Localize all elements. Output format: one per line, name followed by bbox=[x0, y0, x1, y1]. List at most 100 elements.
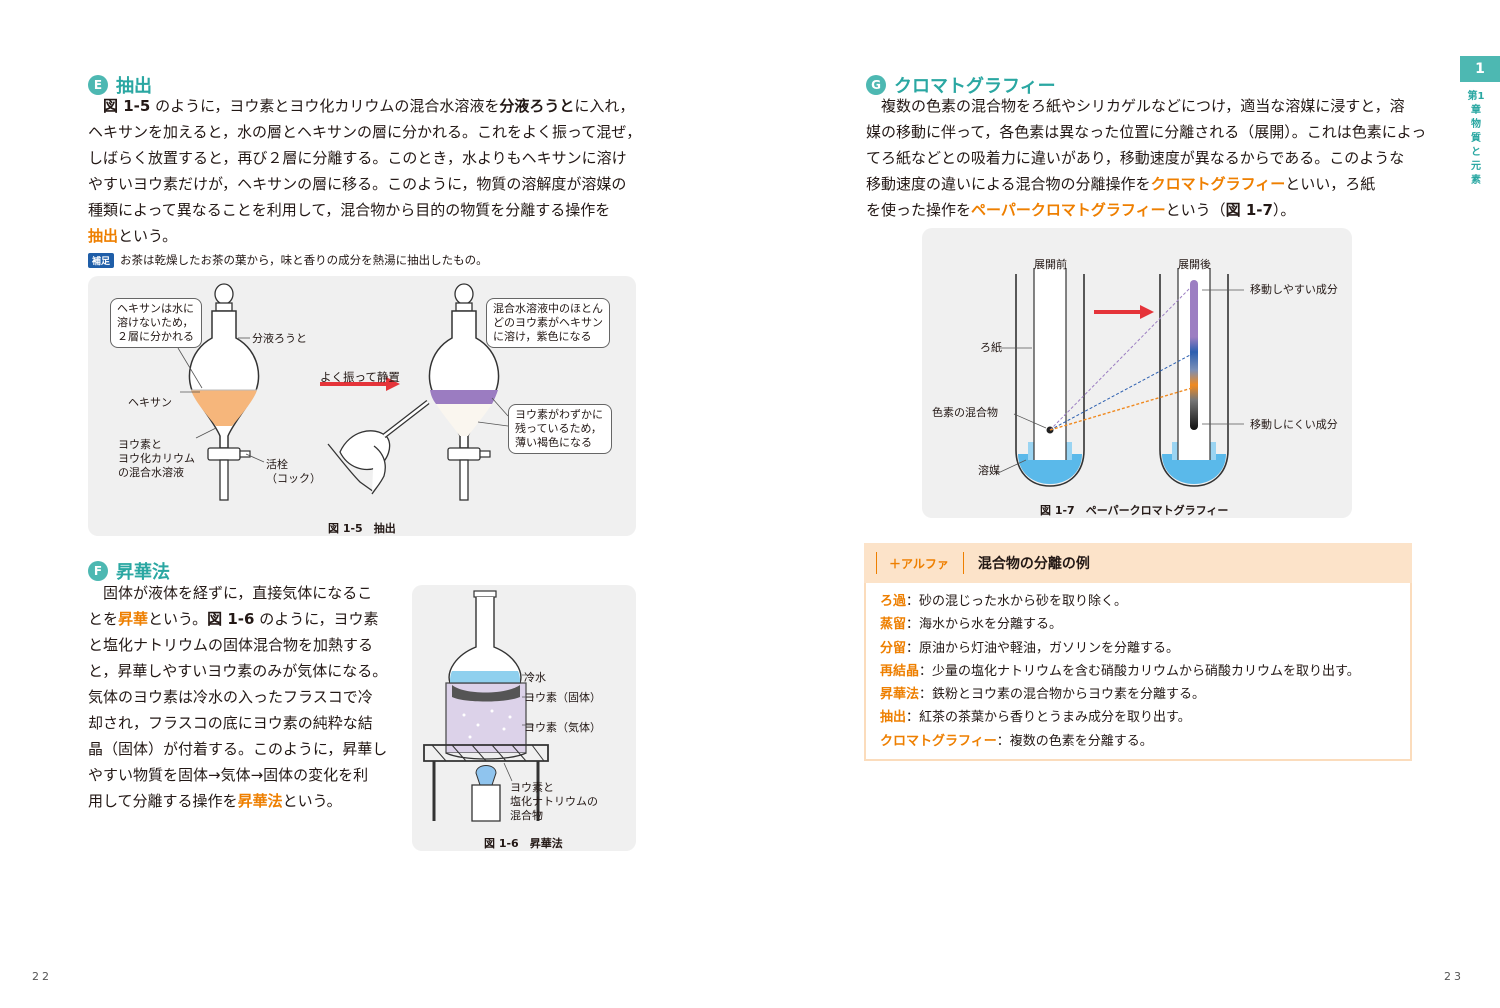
paragraph-line: 抽出という。 bbox=[88, 223, 636, 249]
key-term: 昇華 bbox=[118, 610, 149, 628]
label-pigment-mixture: 色素の混合物 bbox=[932, 406, 998, 419]
text-run: しばらく放置すると，再び２層に分離する。このとき，水よりもヘキサンに溶け bbox=[88, 149, 627, 167]
sublimation-illustration bbox=[423, 590, 549, 822]
text-run: に入れ， bbox=[574, 97, 635, 115]
separation-method-description: ：鉄粉とヨウ素の混合物からヨウ素を分離する。 bbox=[919, 687, 1206, 703]
figure-1-5: ヘキサンは水に 溶けないため， ２層に分かれる 分液ろうと ヘキサン ヨウ素と … bbox=[88, 276, 636, 536]
separation-example-item: 分留：原油から灯油や軽油，ガソリンを分離する。 bbox=[880, 637, 1360, 660]
figure-1-7-caption: 図 1-7 ペーパークロマトグラフィー bbox=[1040, 504, 1229, 517]
text-run: 気体のヨウ素は冷水の入ったフラスコで冷 bbox=[88, 688, 373, 706]
separation-example-item: ろ過：砂の混じった水から砂を取り除く。 bbox=[880, 590, 1360, 613]
paragraph-line: 用して分離する操作を昇華法という。 bbox=[88, 788, 394, 814]
label-cold-water: 冷水 bbox=[524, 671, 546, 684]
label-iodine-solution: ヨウ素と ヨウ化カリウム の混合水溶液 bbox=[118, 438, 195, 479]
text-run: てろ紙などとの吸着力に違いがあり，移動速度が異なるからである。このような bbox=[866, 149, 1405, 167]
section-f-title: 昇華法 bbox=[116, 562, 170, 583]
paragraph-line: と，昇華しやすいヨウ素のみが気体になる。 bbox=[88, 658, 394, 684]
separation-method-description: ：海水から水を分離する。 bbox=[906, 617, 1063, 633]
callout-hexane-text: ヘキサンは水に 溶けないため， ２層に分かれる bbox=[117, 302, 194, 343]
text-run: を使った操作を bbox=[866, 201, 972, 219]
separation-method-description: ：砂の混じった水から砂を取り除く。 bbox=[906, 594, 1128, 609]
figure-1-6: 冷水 ヨウ素（固体） ヨウ素（気体） ヨウ素と 塩化ナトリウムの 混合物 図 1… bbox=[412, 585, 636, 851]
label-iodine-solid: ヨウ素（固体） bbox=[524, 691, 601, 704]
paragraph-line: 晶（固体）が付着する。このように，昇華し bbox=[88, 736, 394, 762]
supplement-note: 補足お茶は乾燥したお茶の葉から，味と香りの成分を熱湯に抽出したもの。 bbox=[88, 252, 488, 268]
separation-method-description: ：紅茶の茶葉から香りとうまみ成分を取り出す。 bbox=[906, 710, 1191, 726]
figure-1-5-caption: 図 1-5 抽出 bbox=[328, 522, 396, 535]
chapter-label-vertical: 第1章 物質と元素 bbox=[1467, 91, 1485, 186]
callout-purple-text: 混合水溶液中のほとん どのヨウ素がヘキサン に溶け，紫色になる bbox=[493, 302, 603, 343]
text-run: という。 bbox=[282, 792, 342, 810]
section-f-paragraph: 固体が液体を経ずに，直接気体になることを昇華という。図 1-6 のように，ヨウ素… bbox=[88, 580, 394, 814]
paragraph-line: やすい物質を固体→気体→固体の変化を利 bbox=[88, 762, 394, 788]
supplement-text: お茶は乾燥したお茶の葉から，味と香りの成分を熱湯に抽出したもの。 bbox=[120, 253, 488, 267]
left-page-number: 22 bbox=[32, 970, 52, 983]
paragraph-line: 複数の色素の混合物をろ紙やシリカゲルなどにつけ，適当な溶媒に浸すと，溶 bbox=[866, 93, 1412, 119]
key-term: 抽出 bbox=[88, 227, 119, 245]
text-run: とを bbox=[88, 610, 119, 628]
section-g-title: クロマトグラフィー bbox=[894, 76, 1056, 97]
alpha-title: 混合物の分離の例 bbox=[977, 556, 1090, 572]
section-g-badge: G bbox=[866, 75, 886, 95]
separation-method-term: クロマトグラフィー bbox=[880, 733, 997, 749]
text-run: ヘキサンを加えると，水の層とヘキサンの層に分かれる。これをよく振って混ぜ， bbox=[88, 123, 642, 141]
callout-brown-text: ヨウ素がわずかに 残っているため， 薄い褐色になる bbox=[515, 408, 603, 449]
separatory-funnel-illustration bbox=[177, 283, 509, 501]
label-filter-paper: ろ紙 bbox=[980, 341, 1002, 354]
section-g-heading: G クロマトグラフィー bbox=[866, 72, 1056, 98]
paragraph-line: と塩化ナトリウムの固体混合物を加熱する bbox=[88, 632, 394, 658]
figure-reference: 図 1-5 bbox=[103, 97, 151, 115]
separation-example-item: クロマトグラフィー：複数の色素を分離する。 bbox=[880, 730, 1360, 753]
paragraph-line: てろ紙などとの吸着力に違いがあり，移動速度が異なるからである。このような bbox=[866, 145, 1412, 171]
label-fast-moving-component: 移動しやすい成分 bbox=[1250, 283, 1338, 296]
text-run: 晶（固体）が付着する。このように，昇華し bbox=[88, 740, 388, 758]
text-run: のように，ヨウ素とヨウ化カリウムの混合水溶液を bbox=[150, 97, 500, 115]
paragraph-line: しばらく放置すると，再び２層に分離する。このとき，水よりもヘキサンに溶け bbox=[88, 145, 636, 171]
paragraph-line: やすいヨウ素だけが，ヘキサンの層に移る。このように，物質の溶解度が溶媒の bbox=[88, 171, 636, 197]
key-term: クロマトグラフィー bbox=[1150, 175, 1286, 193]
text-run: という。 bbox=[118, 227, 178, 245]
text-run: 移動速度の違いによる混合物の分離操作を bbox=[866, 175, 1151, 193]
text-run: 固体が液体を経ずに，直接気体になるこ bbox=[103, 584, 373, 602]
separation-method-description: ：少量の塩化ナトリウムを含む硝酸カリウムから硝酸カリウムを取り出す。 bbox=[919, 663, 1360, 679]
separation-method-term: 再結晶 bbox=[880, 663, 920, 679]
paragraph-line: とを昇華という。図 1-6 のように，ヨウ素 bbox=[88, 606, 394, 632]
section-e-title: 抽出 bbox=[116, 76, 152, 97]
label-slow-moving-component: 移動しにくい成分 bbox=[1250, 418, 1338, 431]
separation-method-term: 昇華法 bbox=[880, 687, 920, 703]
separation-method-term: 蒸留 bbox=[880, 617, 907, 633]
figure-1-6-caption: 図 1-6 昇華法 bbox=[484, 837, 563, 850]
text-run: 媒の移動に伴って，各色素は異なった位置に分離される（展開）。これは色素によっ bbox=[866, 123, 1427, 141]
separation-method-term: ろ過 bbox=[880, 594, 907, 609]
separation-method-term: 抽出 bbox=[880, 710, 907, 726]
separation-example-item: 蒸留：海水から水を分離する。 bbox=[880, 613, 1360, 636]
label-separatory-funnel: 分液ろうと bbox=[252, 332, 307, 345]
right-page-number: 23 bbox=[1444, 970, 1464, 983]
right-funnel-shape bbox=[428, 283, 500, 501]
text-run: と，昇華しやすいヨウ素のみが気体になる。 bbox=[88, 662, 388, 680]
paper-chromatography-illustration bbox=[995, 268, 1244, 487]
label-iodine-gas: ヨウ素（気体） bbox=[524, 721, 601, 734]
alpha-box-border bbox=[864, 543, 1412, 761]
separation-example-item: 再結晶：少量の塩化ナトリウムを含む硝酸カリウムから硝酸カリウムを取り出す。 bbox=[880, 660, 1360, 683]
text-run: 複数の色素の混合物をろ紙やシリカゲルなどにつけ，適当な溶媒に浸すと，溶 bbox=[881, 97, 1405, 115]
callout-hexane-insoluble: ヘキサンは水に 溶けないため， ２層に分かれる bbox=[110, 298, 202, 348]
separation-examples-list: ろ過：砂の混じった水から砂を取り除く。蒸留：海水から水を分離する。分留：原油から… bbox=[880, 590, 1360, 753]
text-run: 種類によって異なることを利用して，混合物から目的の物質を分離する操作を bbox=[88, 201, 611, 219]
callout-iodine-remaining: ヨウ素がわずかに 残っているため， 薄い褐色になる bbox=[508, 404, 612, 454]
separation-method-description: ：原油から灯油や軽油，ガソリンを分離する。 bbox=[906, 640, 1180, 656]
section-e-heading: E 抽出 bbox=[88, 72, 152, 98]
paragraph-line: 気体のヨウ素は冷水の入ったフラスコで冷 bbox=[88, 684, 394, 710]
text-run: という（ bbox=[1165, 201, 1226, 219]
key-term: ペーパークロマトグラフィー bbox=[971, 201, 1166, 219]
callout-iodine-in-hexane: 混合水溶液中のほとん どのヨウ素がヘキサン に溶け，紫色になる bbox=[486, 298, 610, 348]
text-run: やすいヨウ素だけが，ヘキサンの層に移る。このように，物質の溶解度が溶媒の bbox=[88, 175, 627, 193]
paragraph-line: 移動速度の違いによる混合物の分離操作をクロマトグラフィーといい，ろ紙 bbox=[866, 171, 1412, 197]
section-f-heading: F 昇華法 bbox=[88, 558, 170, 584]
section-g-paragraph: 複数の色素の混合物をろ紙やシリカゲルなどにつけ，適当な溶媒に浸すと，溶媒の移動に… bbox=[866, 93, 1426, 223]
text-run: やすい物質を固体→気体→固体の変化を利 bbox=[88, 766, 369, 784]
section-e-badge: E bbox=[88, 75, 108, 95]
alpha-box-header: ＋アルファ 混合物の分離の例 bbox=[864, 543, 1412, 583]
separation-example-item: 抽出：紅茶の茶葉から香りとうまみ成分を取り出す。 bbox=[880, 706, 1360, 729]
label-iodine-nacl-mixture: ヨウ素と 塩化ナトリウムの 混合物 bbox=[510, 781, 598, 822]
